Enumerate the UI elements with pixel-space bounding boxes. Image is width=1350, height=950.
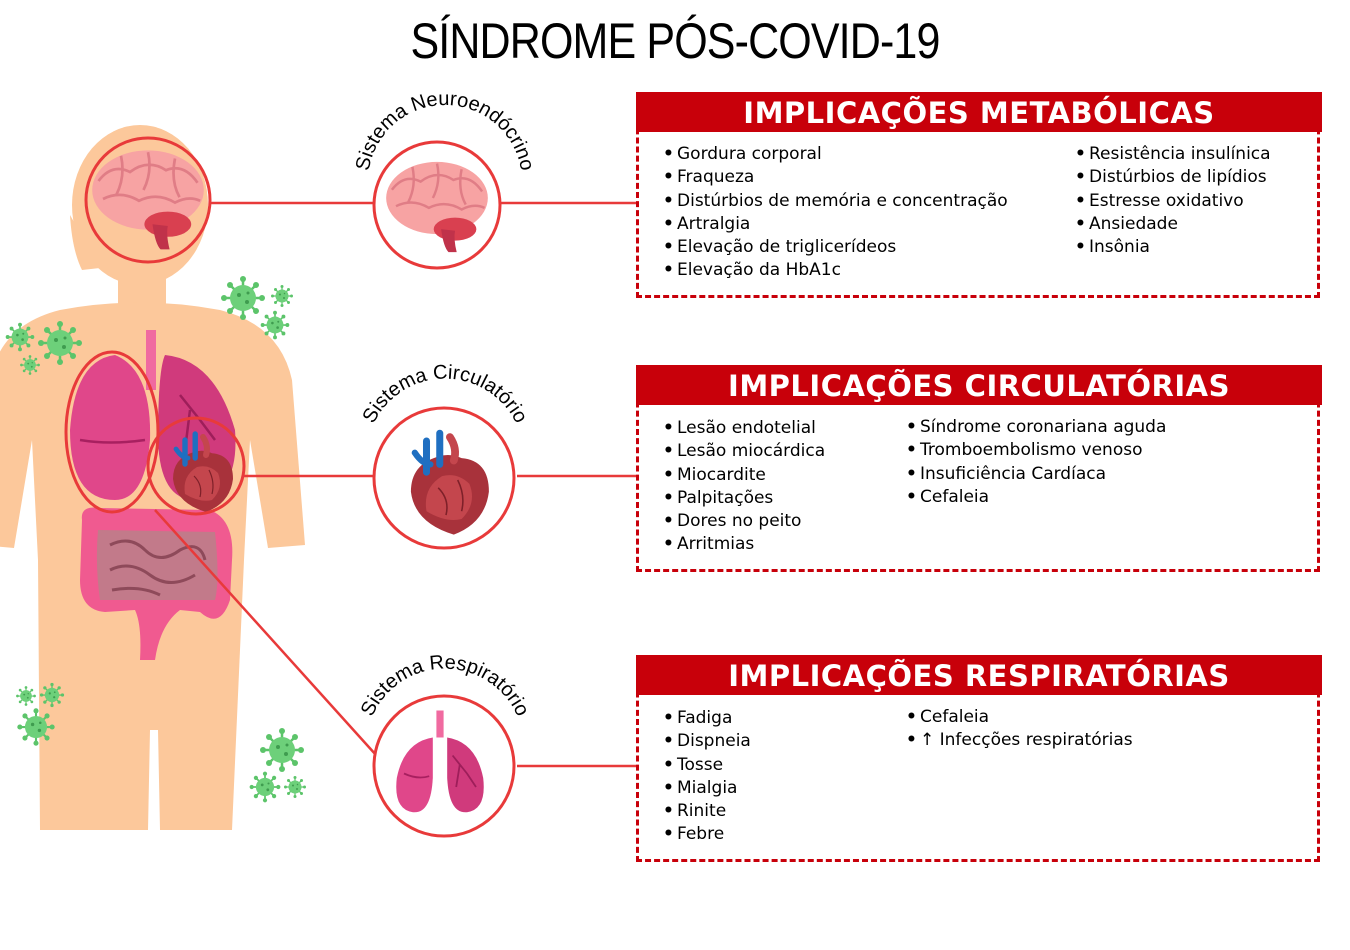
metabolic-list-col2: Resistência insulínica Distúrbios de lip… [1075,143,1271,259]
list-item: Tromboembolismo venoso [906,439,1166,462]
respiratory-list-col1: Fadiga Dispneia Tosse Mialgia Rinite Feb… [663,707,751,847]
list-item: Mialgia [663,777,751,800]
page-title: SÍNDROME PÓS-COVID-19 [410,13,940,69]
list-item: Insônia [1075,236,1271,259]
list-item: Arritmias [663,533,825,556]
list-item: Dispneia [663,730,751,753]
list-item: Resistência insulínica [1075,143,1271,166]
list-item: Elevação de triglicerídeos [663,236,1008,259]
panel-header-metabolic: IMPLICAÇÕES METABÓLICAS [636,92,1322,132]
list-item: Estresse oxidativo [1075,190,1271,213]
list-item: Palpitações [663,487,825,510]
list-item: Insuficiência Cardíaca [906,463,1166,486]
list-item: Dores no peito [663,510,825,533]
panel-header-circulatory: IMPLICAÇÕES CIRCULATÓRIAS [636,365,1322,405]
respiratory-list-col2: Cefaleia ↑ Infecções respiratórias [906,706,1133,753]
panel-header-respiratory: IMPLICAÇÕES RESPIRATÓRIAS [636,655,1322,695]
list-item: Lesão miocárdica [663,440,825,463]
list-item: Síndrome coronariana aguda [906,416,1166,439]
list-item: Fraqueza [663,166,1008,189]
metabolic-list-col1: Gordura corporal Fraqueza Distúrbios de … [663,143,1008,283]
list-item: Elevação da HbA1c [663,259,1008,282]
list-item: Febre [663,823,751,846]
list-item: ↑ Infecções respiratórias [906,729,1133,752]
list-item: Distúrbios de lipídios [1075,166,1271,189]
panel-respiratory: IMPLICAÇÕES RESPIRATÓRIAS Fadiga Dispnei… [636,655,1322,862]
list-item: Tosse [663,754,751,777]
list-item: Rinite [663,800,751,823]
panel-circulatory: IMPLICAÇÕES CIRCULATÓRIAS Lesão endoteli… [636,365,1322,572]
connector-lines [154,201,637,768]
list-item: Lesão endotelial [663,417,825,440]
list-item: Cefaleia [906,706,1133,729]
list-item: Artralgia [663,213,1008,236]
list-item: Gordura corporal [663,143,1008,166]
list-item: Ansiedade [1075,213,1271,236]
panel-metabolic: IMPLICAÇÕES METABÓLICAS Gordura corporal… [636,92,1322,298]
circulatory-list-col1: Lesão endotelial Lesão miocárdica Miocar… [663,417,825,557]
list-item: Cefaleia [906,486,1166,509]
list-item: Miocardite [663,464,825,487]
circulatory-list-col2: Síndrome coronariana aguda Tromboembolis… [906,416,1166,509]
list-item: Distúrbios de memória e concentração [663,190,1008,213]
list-item: Fadiga [663,707,751,730]
